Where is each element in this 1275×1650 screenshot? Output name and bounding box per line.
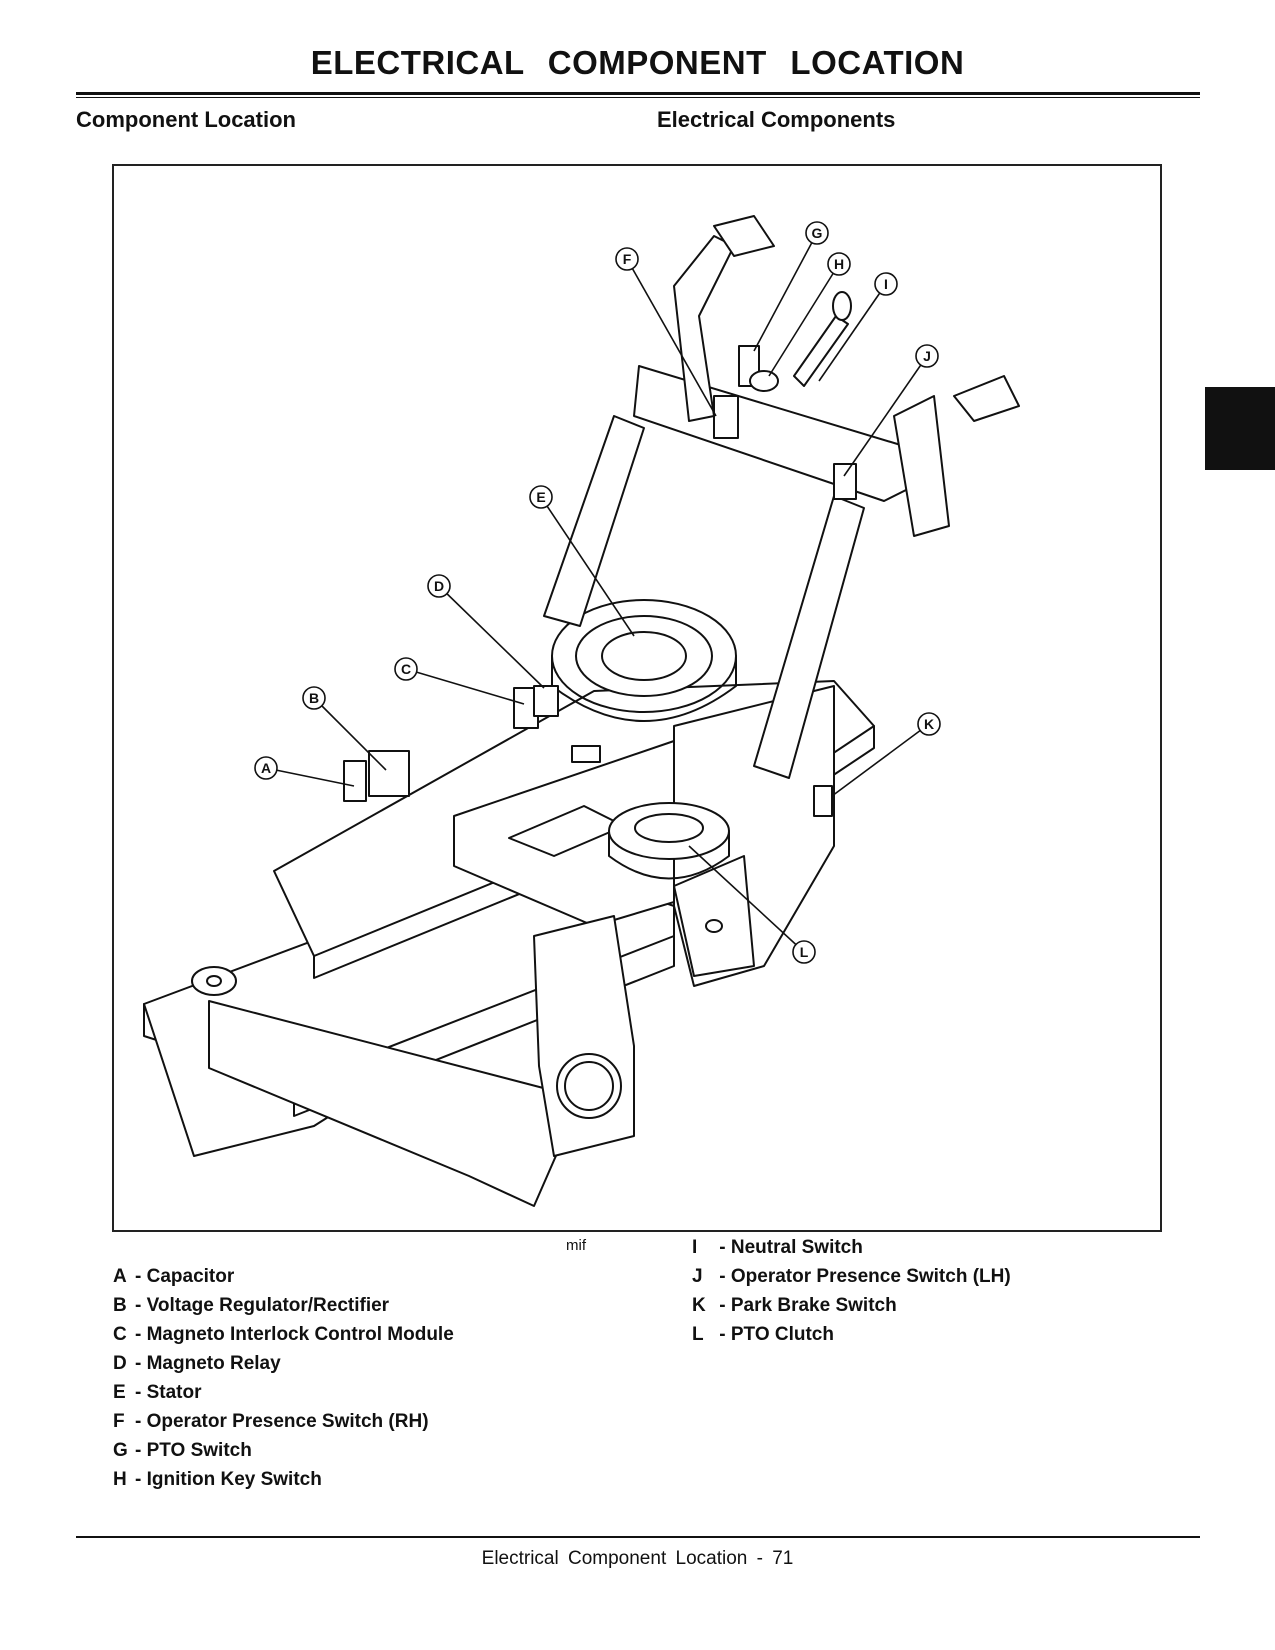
callout-k-marker: K	[917, 712, 941, 736]
legend-item: H - Ignition Key Switch	[113, 1465, 454, 1494]
legend-item: A - Capacitor	[113, 1262, 454, 1291]
callout-a-marker: A	[254, 756, 278, 780]
legend-item: C - Magneto Interlock Control Module	[113, 1320, 454, 1349]
callout-g-marker: G	[805, 221, 829, 245]
legend-label: - Neutral Switch	[714, 1237, 863, 1258]
legend-key: J	[692, 1266, 703, 1287]
callout-label-i: I	[884, 276, 888, 292]
legend-item: D - Magneto Relay	[113, 1349, 454, 1378]
page-title: ELECTRICAL COMPONENT LOCATION	[310, 44, 965, 81]
figure-code: mif	[566, 1237, 586, 1254]
legend-label: - Magneto Relay	[135, 1353, 281, 1374]
callout-e-marker: E	[529, 485, 553, 509]
legend-label: - Ignition Key Switch	[135, 1469, 322, 1490]
legend-key: I	[692, 1237, 698, 1258]
callout-label-a: A	[261, 760, 271, 776]
mower-frame-illustration	[143, 215, 1020, 1207]
legend-label: - Capacitor	[135, 1266, 235, 1287]
callout-l-marker: L	[792, 940, 816, 964]
callout-h-marker: H	[827, 252, 851, 276]
callout-f-marker: F	[615, 247, 639, 271]
legend-label: - Park Brake Switch	[714, 1295, 897, 1316]
callout-b-marker: B	[302, 686, 326, 710]
page-footer: Electrical Component Location - 71	[481, 1548, 794, 1569]
legend-label: - PTO Switch	[135, 1440, 252, 1461]
section-heading-right: Electrical Components	[657, 107, 896, 132]
legend-key: L	[692, 1324, 704, 1345]
legend-item: K - Park Brake Switch	[692, 1291, 1011, 1320]
callout-label-f: F	[623, 251, 632, 267]
legend-key: A	[113, 1266, 127, 1287]
legend-item: L - PTO Clutch	[692, 1320, 1011, 1349]
legend-key: D	[113, 1353, 127, 1374]
legend-label: - Operator Presence Switch (RH)	[135, 1411, 429, 1432]
callout-label-h: H	[834, 256, 844, 272]
callout-j-marker: J	[915, 344, 939, 368]
legend-item: I - Neutral Switch	[692, 1233, 1011, 1262]
callout-leaders: A B C D E F G H I J K L	[254, 221, 941, 964]
callout-c-marker: C	[394, 657, 418, 681]
footer-rule	[76, 1536, 1200, 1538]
legend-label: - Voltage Regulator/Rectifier	[135, 1295, 390, 1316]
header-rule-thin	[76, 97, 1200, 98]
callout-label-c: C	[401, 661, 411, 677]
legend-key: K	[692, 1295, 706, 1316]
legend-left-column: A - Capacitor B - Voltage Regulator/Rectif…	[113, 1262, 454, 1494]
callout-d-marker: D	[427, 574, 451, 598]
legend-key: B	[113, 1295, 127, 1316]
legend-label: - Magneto Interlock Control Module	[135, 1324, 454, 1345]
legend-key: E	[113, 1382, 126, 1403]
callout-label-e: E	[536, 489, 545, 505]
callout-label-d: D	[434, 578, 444, 594]
legend-item: J - Operator Presence Switch (LH)	[692, 1262, 1011, 1291]
legend-key: G	[113, 1440, 128, 1461]
legend-key: H	[113, 1469, 127, 1490]
callout-i-marker: I	[874, 272, 898, 296]
callout-label-j: J	[923, 348, 931, 364]
section-heading-left: Component Location	[76, 107, 296, 132]
legend-item: G - PTO Switch	[113, 1436, 454, 1465]
legend-label: - Stator	[135, 1382, 202, 1403]
legend-key: F	[113, 1411, 125, 1432]
callout-label-k: K	[924, 716, 934, 732]
header-rule	[76, 92, 1200, 95]
legend-item: B - Voltage Regulator/Rectifier	[113, 1291, 454, 1320]
legend-label: - PTO Clutch	[714, 1324, 834, 1345]
legend-item: E - Stator	[113, 1378, 454, 1407]
callout-label-l: L	[800, 944, 809, 960]
thumb-index-tab	[1205, 387, 1275, 470]
component-location-figure: A B C D E F G H I J K L	[112, 164, 1162, 1232]
legend-right-column: I - Neutral Switch J - Operator Presence…	[692, 1233, 1011, 1349]
callout-label-b: B	[309, 690, 319, 706]
legend-label: - Operator Presence Switch (LH)	[714, 1266, 1011, 1287]
legend-item: F - Operator Presence Switch (RH)	[113, 1407, 454, 1436]
legend-key: C	[113, 1324, 127, 1345]
callout-label-g: G	[812, 225, 823, 241]
